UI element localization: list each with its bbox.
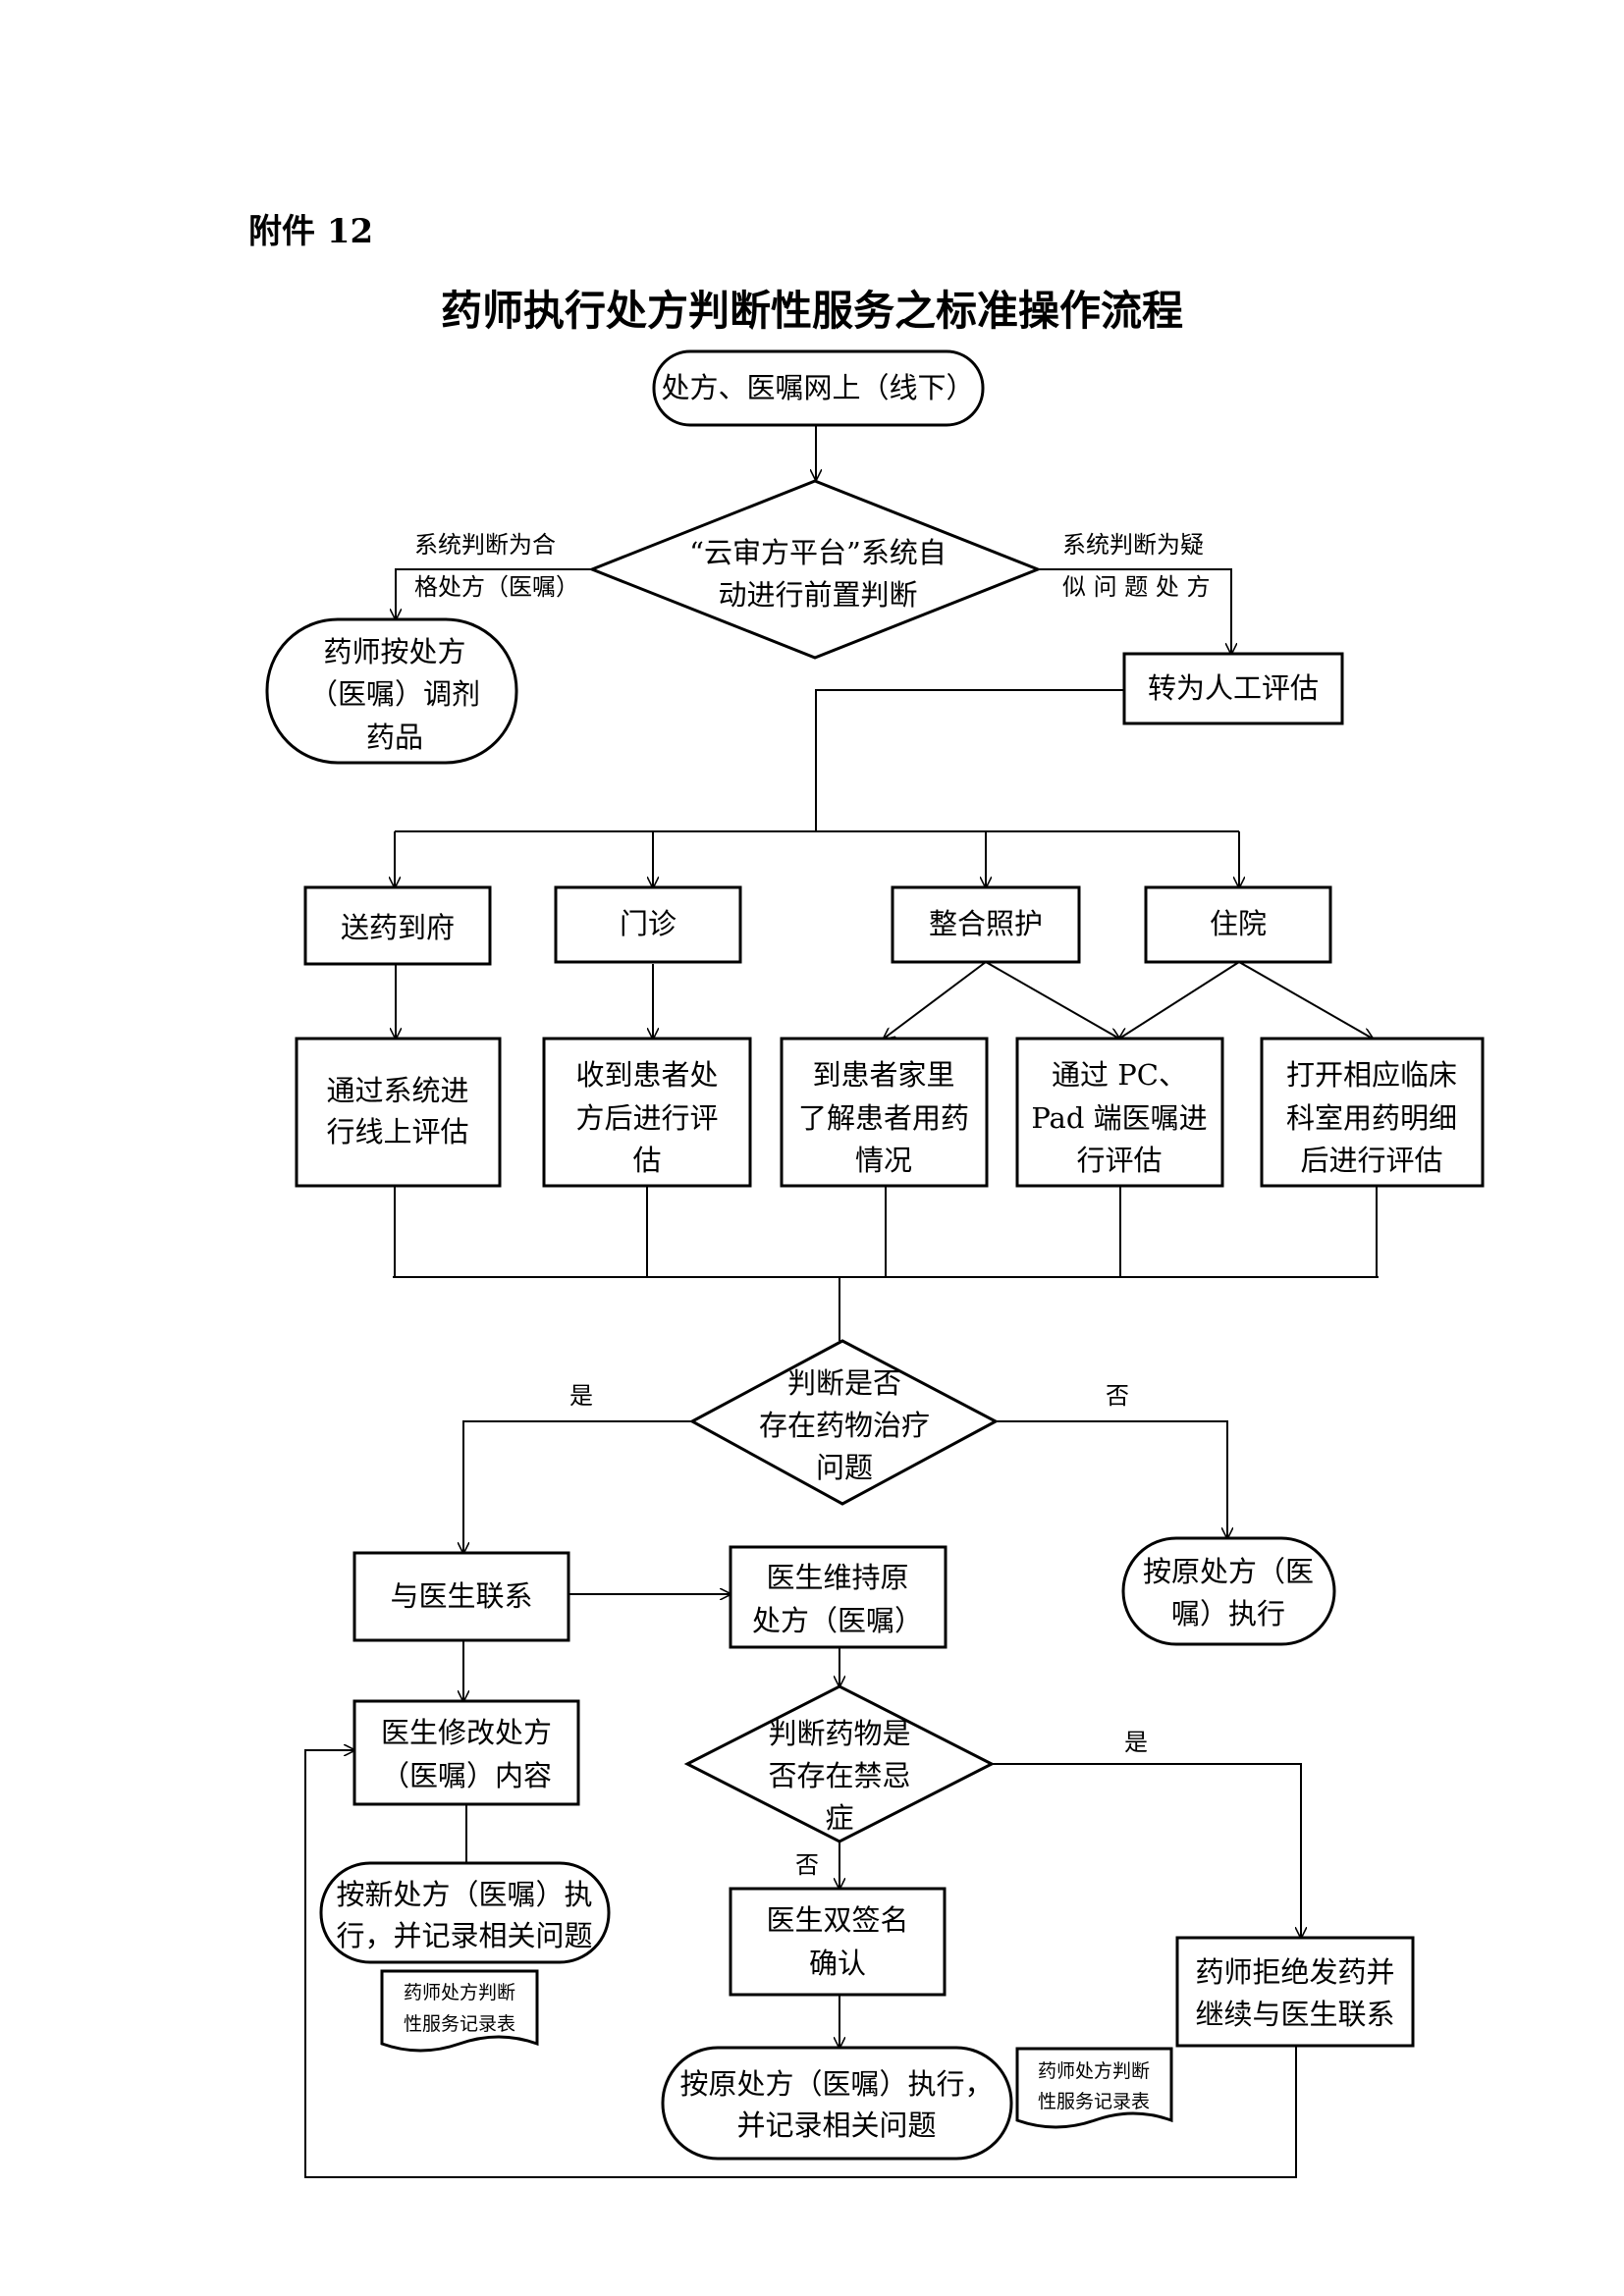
annex-label: 附件 12 <box>248 212 374 251</box>
eval-home-line-2: 了解患者用药 <box>798 1101 969 1135</box>
eval-home-box: 到患者家里 了解患者用药 情况 <box>780 1037 989 1188</box>
manual-review-label: 转为人工评估 <box>1148 671 1319 705</box>
dispense-node: 药师按处方 （医嘱）调剂 药品 <box>265 617 518 765</box>
eval-ward-line-3: 后进行评估 <box>1300 1144 1442 1177</box>
eval-ward-box: 打开相应临床 科室用药明细 后进行评估 <box>1260 1037 1485 1188</box>
contra-check-line-2: 否存在禁忌 <box>768 1759 910 1792</box>
integrated-care-label: 整合照护 <box>929 907 1043 940</box>
drug-problem-line-3: 问题 <box>816 1451 873 1484</box>
dispense-line-2: （医嘱）调剂 <box>309 677 480 711</box>
eval-pc-line-3: 行评估 <box>1076 1144 1162 1177</box>
eval-outpatient-box: 收到患者处 方后进行评 估 <box>542 1037 752 1188</box>
modify-line-1: 医生修改处方 <box>381 1716 552 1749</box>
execute-original-line-2: 嘱）执行 <box>1171 1597 1285 1630</box>
double-sign-line-1: 医生双签名 <box>766 1903 908 1937</box>
modify-box: 医生修改处方 （医嘱）内容 <box>352 1699 580 1806</box>
eval-outpatient-line-3: 估 <box>632 1144 661 1177</box>
execute-new-node: 按新处方（医嘱）执 行，并记录相关问题 <box>319 1861 611 1964</box>
keep-original-box: 医生维持原 处方（医嘱） <box>729 1545 947 1649</box>
edge-label-qualified-line-2: 格处方（医嘱） <box>414 573 579 601</box>
drug-problem-line-2: 存在药物治疗 <box>759 1409 930 1442</box>
edge-label-yes-2: 是 <box>1124 1729 1148 1756</box>
eval-pc-line-1: 通过 PC、 <box>1052 1058 1187 1092</box>
connectors <box>304 425 1379 2178</box>
refuse-line-1: 药师拒绝发药并 <box>1195 1955 1394 1989</box>
delivery-label: 送药到府 <box>341 911 455 944</box>
edge-label-suspect-line-2: 似 问 题 处 方 <box>1062 573 1211 601</box>
contact-doctor-label: 与医生联系 <box>390 1579 532 1613</box>
record-form-2: 药师处方判断 性服务记录表 <box>1015 2047 1173 2129</box>
page-title: 药师执行处方判断性服务之标准操作流程 <box>440 287 1183 335</box>
edge-label-suspect-line-1: 系统判断为疑 <box>1062 531 1204 559</box>
start-node-label: 处方、医嘱网上（线下） <box>661 371 974 404</box>
contra-check-decision: 判断药物是 否存在禁忌 症 <box>683 1684 996 1843</box>
record-form-1-line-1: 药师处方判断 <box>404 1982 515 2003</box>
execute-new-line-1: 按新处方（医嘱）执 <box>336 1878 592 1911</box>
refuse-line-2: 继续与医生联系 <box>1195 1998 1394 2031</box>
eval-outpatient-line-2: 方后进行评 <box>575 1101 718 1135</box>
manual-review-box: 转为人工评估 <box>1122 652 1344 725</box>
execute-original-line-1: 按原处方（医 <box>1143 1555 1314 1588</box>
execute-original-record-node: 按原处方（医嘱）执行， 并记录相关问题 <box>661 2046 1013 2161</box>
record-form-1-line-2: 性服务记录表 <box>404 2013 515 2035</box>
outpatient-box: 门诊 <box>554 885 742 964</box>
edge-label-no-2: 否 <box>795 1851 819 1879</box>
double-sign-box: 医生双签名 确认 <box>729 1887 947 1997</box>
drug-problem-line-1: 判断是否 <box>787 1366 901 1400</box>
contra-check-line-3: 症 <box>825 1801 853 1835</box>
refuse-box: 药师拒绝发药并 继续与医生联系 <box>1175 1936 1415 2048</box>
integrated-care-box: 整合照护 <box>891 885 1081 964</box>
eval-online-line-1: 通过系统进 <box>326 1074 468 1107</box>
platform-check-line-2: 动进行前置判断 <box>718 578 917 612</box>
execute-original-record-line-2: 并记录相关问题 <box>736 2109 936 2142</box>
start-node: 处方、医嘱网上（线下） <box>652 349 985 427</box>
record-form-2-line-1: 药师处方判断 <box>1038 2060 1150 2082</box>
drug-problem-decision: 判断是否 存在药物治疗 问题 <box>688 1339 1000 1506</box>
inpatient-box: 住院 <box>1144 885 1332 964</box>
edge-label-no-1: 否 <box>1106 1382 1129 1410</box>
eval-pc-line-2: Pad 端医嘱进 <box>1031 1101 1207 1135</box>
execute-original-record-line-1: 按原处方（医嘱）执行， <box>679 2067 993 2101</box>
eval-ward-line-2: 科室用药明细 <box>1286 1101 1457 1135</box>
eval-online-line-2: 行线上评估 <box>326 1115 468 1148</box>
dispense-line-3: 药品 <box>366 721 423 754</box>
edge-label-qualified-line-1: 系统判断为合 <box>414 531 556 559</box>
inpatient-label: 住院 <box>1210 907 1267 940</box>
record-form-1: 药师处方判断 性服务记录表 <box>380 1969 539 2053</box>
execute-new-line-2: 行，并记录相关问题 <box>336 1919 592 1952</box>
outpatient-label: 门诊 <box>620 907 677 940</box>
record-form-2-line-2: 性服务记录表 <box>1038 2091 1150 2112</box>
dispense-line-1: 药师按处方 <box>323 635 465 668</box>
eval-ward-line-1: 打开相应临床 <box>1286 1058 1457 1092</box>
delivery-box: 送药到府 <box>303 885 492 966</box>
contra-check-line-1: 判断药物是 <box>768 1717 910 1750</box>
keep-original-line-2: 处方（医嘱） <box>752 1604 923 1637</box>
platform-check-line-1: “云审方平台”系统自 <box>689 536 947 569</box>
eval-pc-box: 通过 PC、 Pad 端医嘱进 行评估 <box>1015 1037 1224 1188</box>
eval-outpatient-line-1: 收到患者处 <box>575 1058 718 1092</box>
edge-label-yes-1: 是 <box>569 1382 593 1410</box>
eval-online-box: 通过系统进 行线上评估 <box>295 1037 502 1188</box>
execute-original-node: 按原处方（医 嘱）执行 <box>1121 1536 1336 1646</box>
modify-line-2: （医嘱）内容 <box>381 1759 552 1792</box>
eval-home-line-3: 情况 <box>855 1144 912 1177</box>
double-sign-line-2: 确认 <box>809 1947 866 1980</box>
keep-original-line-1: 医生维持原 <box>766 1561 908 1594</box>
eval-home-line-1: 到患者家里 <box>812 1058 954 1092</box>
contact-doctor-box: 与医生联系 <box>352 1551 570 1642</box>
platform-check-decision: “云审方平台”系统自 动进行前置判断 <box>587 479 1043 660</box>
